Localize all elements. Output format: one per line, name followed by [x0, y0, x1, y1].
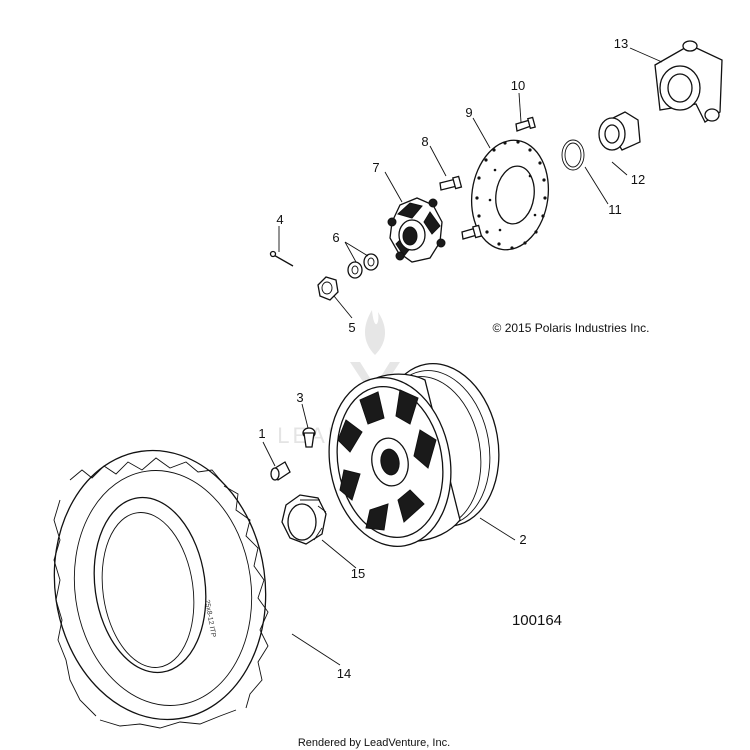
callout-12: 12 [631, 172, 645, 187]
callout-14: 14 [337, 666, 351, 681]
callout-3: 3 [296, 390, 303, 405]
part-15-center-cap [281, 494, 327, 545]
callout-1: 1 [258, 426, 265, 441]
callout-8: 8 [421, 134, 428, 149]
part-3-valve-stem [302, 427, 316, 448]
footer-credit: Rendered by LeadVenture, Inc. [298, 737, 450, 749]
callout-6: 6 [332, 230, 339, 245]
part-1-lug-nut [270, 461, 291, 481]
part-9-brake-disc [470, 139, 550, 251]
callout-2: 2 [519, 532, 526, 547]
copyright-notice: © 2015 Polaris Industries Inc. [493, 321, 650, 335]
callout-10: 10 [511, 78, 525, 93]
callout-13: 13 [614, 36, 628, 51]
part-2-wheel [328, 362, 500, 548]
callout-15: 15 [351, 566, 365, 581]
part-6-washers [347, 253, 379, 279]
callout-4: 4 [276, 212, 283, 227]
part-11-snap-ring [561, 139, 585, 171]
leader-lines [262, 47, 663, 666]
part-13-knuckle [654, 40, 723, 123]
callout-5: 5 [348, 320, 355, 335]
part-14-tire: 25x8-12 ITP [53, 449, 269, 729]
part-4-cotter-pin [269, 250, 294, 267]
part-8-bolts [439, 175, 483, 240]
callout-9: 9 [465, 105, 472, 120]
callout-7: 7 [372, 160, 379, 175]
part-5-nut [317, 276, 339, 301]
part-7-hub [387, 197, 446, 263]
part-12-bearing [598, 111, 641, 151]
callout-11: 11 [608, 202, 622, 217]
callout-labels: 1 2 3 4 5 6 7 8 9 10 11 12 13 14 15 [258, 36, 645, 681]
part-10-bolt [515, 116, 536, 132]
figure-number: 100164 [512, 612, 562, 629]
